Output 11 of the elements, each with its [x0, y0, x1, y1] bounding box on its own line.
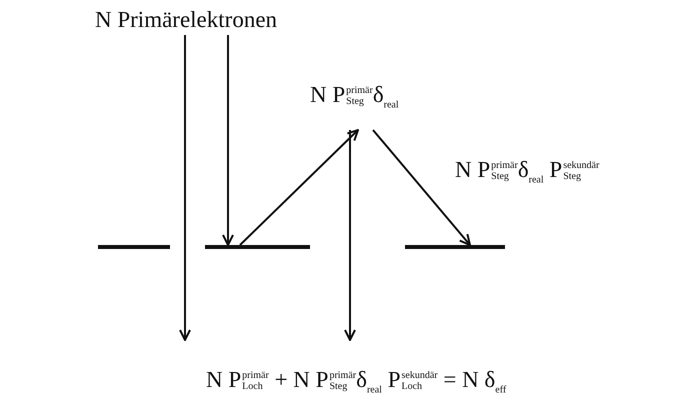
heading-text: N Primärelektronen: [95, 8, 278, 31]
arrow: [239, 129, 359, 246]
arrow: [372, 129, 471, 246]
arrow: [222, 35, 234, 246]
energy-level-bar: [405, 245, 505, 249]
energy-level-bar: [205, 245, 310, 249]
formula-text: N P$^{primär}$$_{Steg}$δ$_{real}$: [310, 83, 399, 111]
arrow: [179, 35, 191, 341]
arrow: [344, 130, 356, 341]
energy-level-bar: [98, 245, 170, 249]
formula-text: N P$^{primär}$$_{Loch}$ + N P$^{primär}$$_{Steg}$δ$_{real}$ P$^{sekundär}$$_{Loch}$ = N δ$_{eff}$: [206, 368, 506, 396]
